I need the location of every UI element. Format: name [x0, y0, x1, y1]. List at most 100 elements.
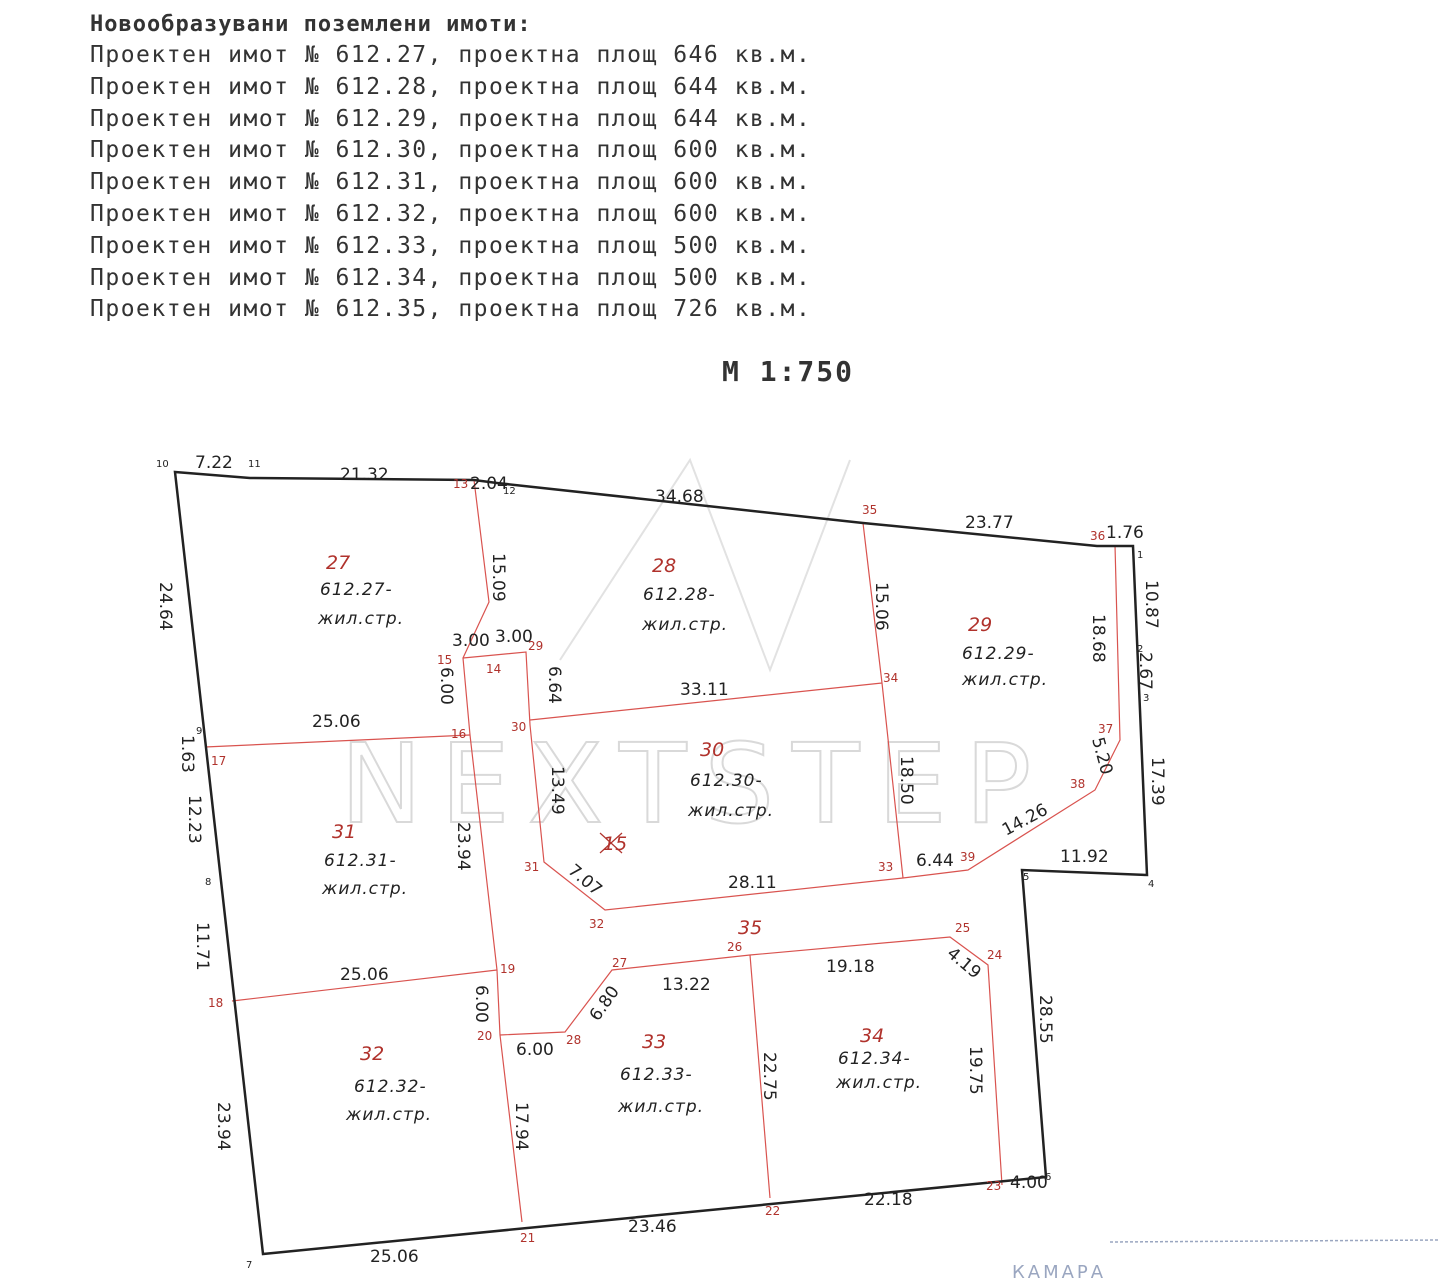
- dimension-label: 28.11: [728, 873, 777, 893]
- dimension-label: 13.22: [662, 975, 711, 995]
- dimension-label: 28.55: [1035, 995, 1055, 1044]
- dimension-label: 3.00: [452, 631, 490, 651]
- outer-point-labels: 10 11 13 12 35 36 1 2 3 4 5 6 7 8 9: [156, 459, 1154, 1271]
- dimension-label: 22.18: [864, 1190, 913, 1210]
- watermark-text: NEXTSTEP: [340, 720, 1049, 848]
- plot-list-line: Проектен имот № 612.28, проектна площ 64…: [90, 73, 812, 100]
- point-label: 9: [196, 726, 202, 737]
- dimension-label: 25.06: [312, 712, 361, 732]
- plot-number: 27: [326, 552, 350, 574]
- plot-list-line: Проектен имот № 612.33, проектна площ 50…: [90, 232, 812, 259]
- plot-list-line: Проектен имот № 612.30, проектна площ 60…: [90, 137, 812, 164]
- point-label: 11: [248, 459, 261, 470]
- point-label: 1: [1137, 550, 1143, 561]
- dimension-label: 11.71: [192, 922, 212, 971]
- line-26-22: [749, 954, 771, 1199]
- cross-mark-icon: [599, 832, 623, 854]
- line-35-33: [862, 522, 904, 879]
- dimension-label: 15.06: [871, 582, 891, 631]
- point-label: 15: [437, 653, 452, 667]
- dimension-label: 6.00: [436, 667, 456, 705]
- plot-use: жил.стр.: [345, 1105, 432, 1125]
- dimension-label: 21.32: [340, 465, 389, 485]
- plot-id: 612.29-: [962, 644, 1035, 664]
- dimension-label: 23.46: [628, 1217, 677, 1237]
- point-label: 35: [862, 503, 877, 517]
- line-16-21: [469, 734, 523, 1223]
- point-label: 10: [156, 459, 169, 470]
- dimension-label: 18.68: [1088, 614, 1108, 663]
- point-label: 32: [589, 917, 604, 931]
- plot-number: 29: [968, 614, 992, 636]
- plot-use: жил.стр.: [321, 879, 408, 899]
- plot-30: 30 612.30- жил.стр.: [687, 739, 774, 821]
- dimension-label: 4.00: [1010, 1173, 1048, 1193]
- point-label: 6: [1045, 1172, 1051, 1183]
- plot-use: жил.стр.: [961, 670, 1048, 690]
- point-label: 16: [451, 727, 466, 741]
- dimension-label: 23.77: [965, 513, 1014, 533]
- point-label: 37: [1098, 722, 1113, 736]
- dimension-label: 1.76: [1106, 523, 1144, 543]
- inner-point-labels: 14 15 16 17 18 19 20 21 22 23 24 25 26 2…: [208, 639, 1113, 1245]
- line-30-34: [529, 682, 883, 721]
- point-label: 20: [477, 1029, 492, 1043]
- plot-id: 612.28-: [643, 585, 716, 605]
- dimension-label: 22.75: [759, 1052, 779, 1101]
- dimension-label: 10.87: [1141, 580, 1161, 629]
- dimension-label: 11.92: [1060, 847, 1109, 867]
- point-label: 25: [955, 921, 970, 935]
- plot-29: 29 612.29- жил.стр.: [961, 614, 1048, 690]
- point-label: 29: [528, 639, 543, 653]
- plot-id: 612.34-: [838, 1049, 911, 1069]
- plot-32: 32 612.32- жил.стр.: [345, 1043, 432, 1125]
- dimension-label: 6.44: [916, 851, 954, 871]
- plot-list-line: Проектен имот № 612.34, проектна площ 50…: [90, 264, 812, 291]
- line-17-16: [204, 734, 471, 748]
- dimension-label: 1.63: [177, 735, 197, 773]
- dimension-label: 3.00: [495, 627, 533, 647]
- plot-id: 612.32-: [354, 1077, 427, 1097]
- plot-id: 612.33-: [620, 1065, 693, 1085]
- point-label: 26: [727, 940, 742, 954]
- line-15-36: [462, 544, 1121, 911]
- plot-33: 33 612.33- жил.стр.: [617, 1031, 704, 1117]
- dimension-label: 18.50: [896, 756, 916, 805]
- point-label: 4: [1148, 879, 1154, 890]
- point-label: 3: [1143, 693, 1149, 704]
- point-label: 14: [486, 662, 501, 676]
- plot-35: 35: [738, 917, 762, 939]
- dimension-label: 24.64: [155, 582, 175, 631]
- plot-list-header: Новообразувани поземлени имоти: Проектен…: [90, 10, 811, 326]
- dimension-label: 25.06: [340, 965, 389, 985]
- plot-number: 33: [642, 1031, 666, 1053]
- plot-use: жил.стр.: [687, 801, 774, 821]
- point-label: 22: [765, 1204, 780, 1218]
- point-label: 13: [453, 477, 468, 491]
- point-label: 27: [612, 956, 627, 970]
- point-label: 19: [500, 962, 515, 976]
- dimension-label: 6.64: [544, 666, 564, 704]
- inner-lines: [204, 479, 1121, 1223]
- dimension-label: 5.20: [1087, 735, 1116, 777]
- point-label: 39: [960, 850, 975, 864]
- dimension-label: 2.04: [470, 474, 508, 494]
- outer-boundary: [173, 470, 1149, 1256]
- plot-use: жил.стр.: [641, 615, 728, 635]
- plot-number: 35: [738, 917, 762, 939]
- scale-label: М 1:750: [722, 355, 855, 388]
- plot-use: жил.стр.: [835, 1073, 922, 1093]
- plot-number: 30: [700, 739, 724, 761]
- plot-list-line: Проектен имот № 612.27, проектна площ 64…: [90, 42, 812, 68]
- plot-list-line: Проектен имот № 612.32, проектна площ 60…: [90, 200, 812, 227]
- plot-31: 31 612.31- жил.стр.: [321, 821, 408, 899]
- plot-id: 612.27-: [320, 580, 393, 600]
- dimension-label: 17.94: [511, 1102, 531, 1151]
- dimension-label: 12.23: [184, 795, 204, 844]
- plot-use: жил.стр.: [617, 1097, 704, 1117]
- line-13-16: [462, 479, 490, 736]
- plot-id: 612.30-: [690, 771, 763, 791]
- dimension-label: 7.22: [195, 453, 233, 473]
- point-label: 21: [520, 1231, 535, 1245]
